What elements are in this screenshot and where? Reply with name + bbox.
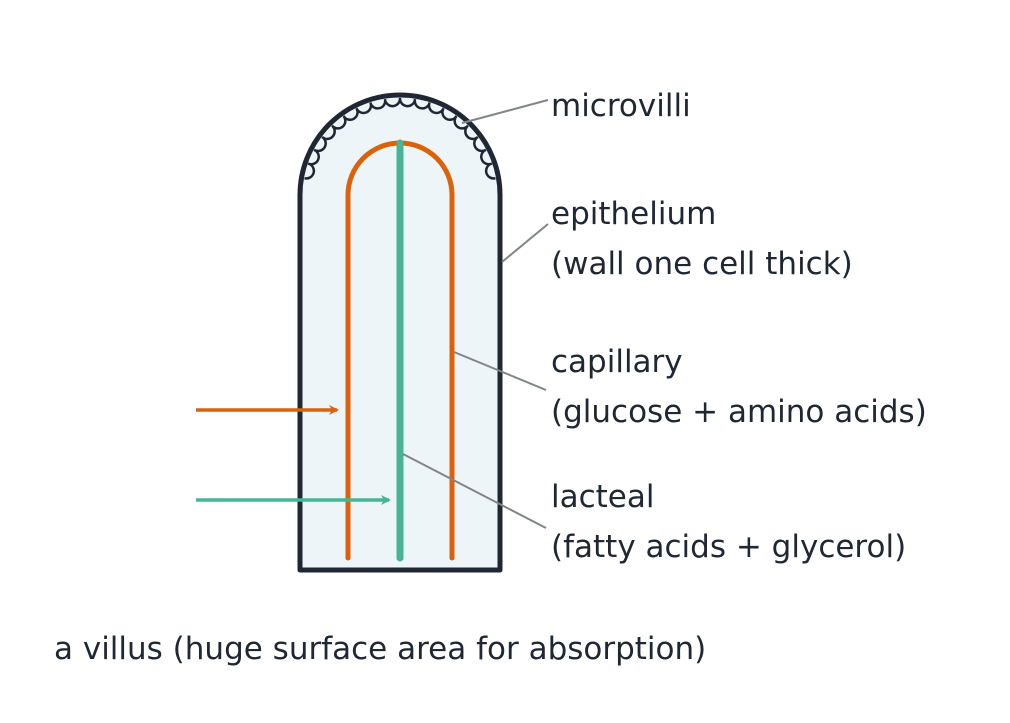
microvilli-text: microvilli <box>551 88 691 124</box>
epithelium-note: (wall one cell thick) <box>551 246 853 282</box>
capillary-leader <box>453 351 547 391</box>
lacteal-leader <box>402 453 547 529</box>
microvilli-label: microvilli <box>551 81 691 131</box>
microvilli-scallops <box>304 97 496 180</box>
capillary-label: capillary (glucose + amino acids) <box>551 337 927 437</box>
epithelium-label: epithelium (wall one cell thick) <box>551 189 853 289</box>
lacteal-note: (fatty acids + glycerol) <box>551 529 907 565</box>
epithelium-text: epithelium <box>551 196 717 232</box>
microvilli-leader <box>461 99 549 124</box>
diagram-caption: a villus (huge surface area for absorpti… <box>54 631 707 667</box>
epithelium-leader <box>501 223 549 263</box>
lacteal-text: lacteal <box>551 479 655 515</box>
capillary-note: (glucose + amino acids) <box>551 394 927 430</box>
lacteal-label: lacteal (fatty acids + glycerol) <box>551 472 906 572</box>
capillary-text: capillary <box>551 344 683 380</box>
microvilli <box>304 97 496 180</box>
